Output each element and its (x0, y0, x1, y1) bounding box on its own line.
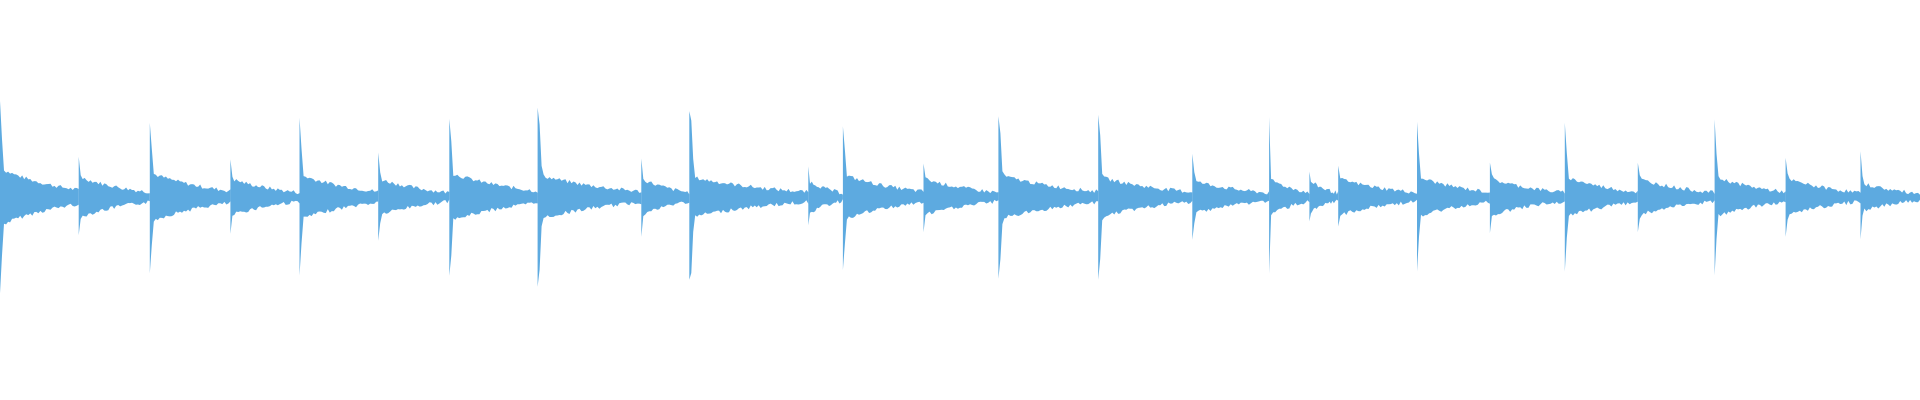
waveform-segment (998, 116, 1099, 279)
waveform-segment (641, 158, 690, 237)
waveform-segment (1714, 119, 1786, 276)
waveform-segment (1098, 114, 1193, 280)
waveform-segment (1637, 162, 1715, 233)
waveform-segment (1192, 153, 1270, 240)
waveform-segment (808, 166, 843, 226)
waveform-segment (0, 101, 79, 294)
waveform-segment (923, 163, 999, 233)
waveform-segment (78, 156, 150, 236)
waveform-segment (1785, 157, 1861, 237)
waveform-segment (378, 152, 450, 241)
waveform-segments (0, 101, 1920, 294)
waveform-segment (689, 111, 809, 280)
waveform-segment (537, 107, 642, 287)
waveform-segment (1338, 165, 1417, 227)
waveform-segment (1417, 121, 1490, 272)
waveform-segment (1860, 151, 1920, 240)
waveform-segment (1489, 162, 1565, 234)
waveform-segment (449, 118, 538, 276)
waveform-segment (1309, 171, 1339, 222)
waveform-segment (1269, 117, 1310, 274)
waveform-segment (299, 117, 379, 276)
waveform-segment (230, 159, 300, 234)
waveform-segment (149, 122, 231, 274)
waveform-segment (842, 126, 924, 271)
waveform-segment (1564, 122, 1638, 272)
